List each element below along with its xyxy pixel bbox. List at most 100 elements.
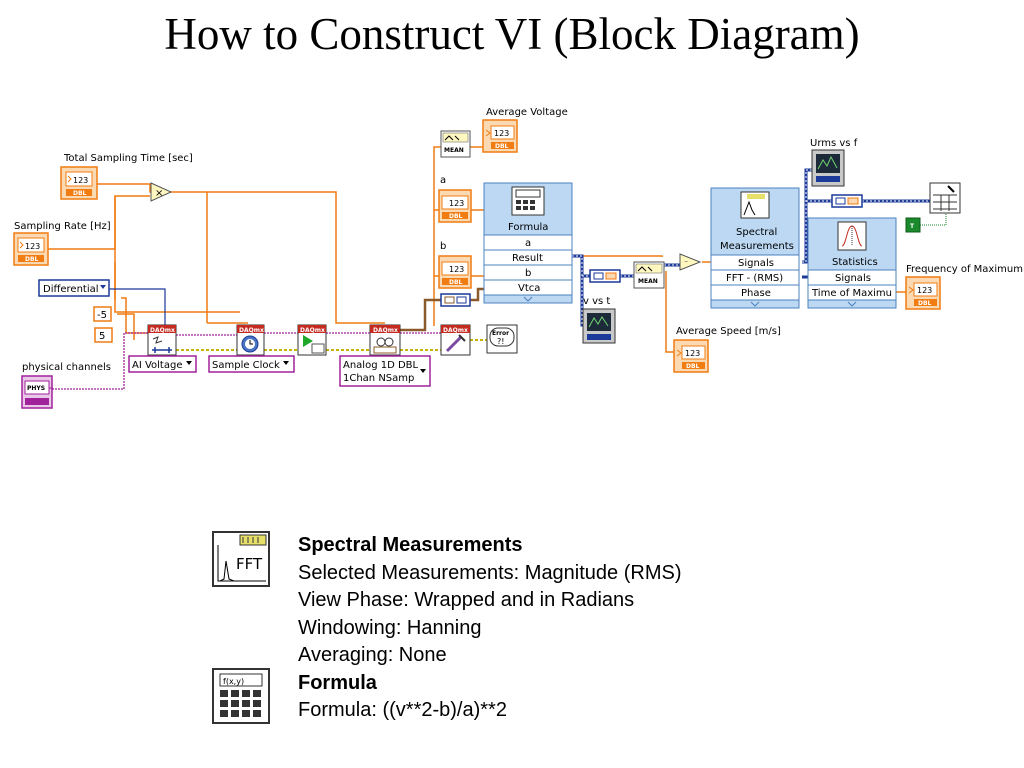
spectral-pin-fft: FFT - (RMS) (726, 273, 783, 284)
five-text: 5 (99, 331, 105, 342)
legend-spectral-line-4: Averaging: None (298, 644, 447, 666)
legend-spectral-line-1: Selected Measurements: Magnitude (RMS) (298, 561, 682, 584)
statistics-express-vi[interactable]: Statistics Signals Time of Maximu (807, 217, 897, 309)
phys-text: PHYS (27, 385, 45, 392)
mean-text: MEAN (444, 147, 464, 154)
legend-spectral-heading: Spectral Measurements (298, 534, 523, 556)
svg-text:?!: ?! (497, 337, 504, 346)
formula-title: Formula (508, 222, 548, 233)
b-control[interactable]: 123 DBL (438, 255, 472, 289)
average-speed-label: Average Speed [m/s] (676, 326, 781, 337)
daqmx-header: DAQmx (443, 327, 468, 334)
spectral-pin-phase: Phase (741, 288, 771, 299)
daqmx-header: DAQmx (150, 327, 175, 334)
waveform-wires (400, 287, 484, 332)
statistics-pin-time-of-max: Time of Maximu (811, 288, 892, 299)
physical-channels-control[interactable]: PHYS (21, 375, 53, 409)
legend-text: Spectral Measurements Selected Measureme… (298, 532, 682, 725)
a-control[interactable]: 123 DBL (438, 189, 472, 223)
formula-pin-result: Result (512, 253, 543, 264)
svg-text:f(x,y): f(x,y) (223, 677, 244, 686)
statistics-pin-signals: Signals (835, 273, 871, 284)
formula-pin-vtca: Vtca (518, 283, 540, 294)
minus-five-text: -5 (97, 310, 107, 321)
urms-vs-f-label: Urms vs f (810, 138, 858, 149)
daq-task-wires (52, 332, 441, 390)
terminal-type: DBL (449, 213, 463, 220)
analog-read-selector[interactable]: Analog 1D DBL 1Chan NSamp (339, 355, 431, 387)
differential-constant[interactable]: Differential (38, 279, 110, 297)
convert-from-dynamic-node-2[interactable] (589, 269, 621, 283)
average-speed-indicator: 123 DBL (673, 339, 709, 373)
daqmx-clear-node[interactable]: DAQmx (440, 324, 471, 356)
five-limit-constant[interactable]: 5 (94, 327, 113, 343)
daqmx-timing-node[interactable]: DAQmx (236, 324, 265, 356)
legend-spectral-line-2: View Phase: Wrapped and in Radians (298, 589, 635, 611)
daqmx-header: DAQmx (300, 327, 325, 334)
enum-wires (102, 288, 166, 325)
ai-voltage-text: AI Voltage (132, 360, 182, 371)
dynamic-wires-inner (572, 169, 930, 326)
total-sampling-time-label: Total Sampling Time [sec] (63, 153, 193, 164)
terminal-value: 123 (449, 199, 464, 208)
analog-line1: Analog 1D DBL (343, 360, 419, 371)
sample-clock-text: Sample Clock (212, 360, 280, 371)
daqmx-read-node[interactable]: DAQmx (369, 324, 401, 356)
formula-icon: f(x,y) (212, 668, 270, 724)
daqmx-create-channel-node[interactable]: DAQmx (147, 324, 177, 356)
legend-formula-line-1: Formula: ((v**2-b)/a)**2 (298, 699, 507, 721)
mean-speed-node[interactable]: MEAN (633, 261, 665, 289)
frequency-of-maximum-indicator: 123 DBL (905, 276, 941, 310)
v-vs-t-graph[interactable] (582, 308, 616, 344)
sampling-rate-control[interactable]: 123 DBL (13, 232, 49, 266)
frequency-of-maximum-label: Frequency of Maximum (906, 264, 1023, 275)
formula-pin-a: a (525, 238, 531, 249)
spectral-measurements-icon: FFT (212, 531, 270, 587)
sample-clock-selector[interactable]: Sample Clock (208, 355, 295, 373)
terminal-value: 123 (73, 176, 88, 185)
urms-vs-f-graph[interactable] (811, 149, 845, 187)
minus-five-constant[interactable]: -5 (93, 306, 112, 322)
analog-line2: 1Chan NSamp (343, 373, 414, 384)
block-diagram: Total Sampling Time [sec] Sampling Rate … (13, 107, 1023, 409)
float-wires (48, 146, 720, 353)
daqmx-header: DAQmx (373, 327, 398, 334)
true-text: T (910, 223, 915, 230)
v-vs-t-label: v vs t (583, 296, 610, 307)
legend-spectral-line-3: Windowing: Hanning (298, 616, 482, 639)
convert-from-dynamic-node-3[interactable] (831, 194, 863, 208)
average-voltage-indicator: 123 DBL (482, 119, 518, 153)
terminal-value: 123 (449, 265, 464, 274)
spectral-title-line2: Measurements (720, 241, 794, 252)
daqmx-start-node[interactable]: DAQmx (297, 324, 327, 356)
terminal-value: 123 (917, 286, 932, 295)
terminal-type: DBL (495, 143, 509, 150)
error-wires (176, 339, 487, 351)
b-label: b (440, 241, 446, 252)
formula-pin-b: b (525, 268, 531, 279)
daqmx-header: DAQmx (239, 327, 264, 334)
differential-text: Differential (43, 284, 99, 295)
terminal-value: 123 (25, 242, 40, 251)
spectral-title-line1: Spectral (736, 227, 777, 238)
simple-error-handler[interactable]: Error ?! (486, 324, 518, 354)
mean-text: MEAN (638, 278, 658, 285)
svg-text:⁻: ⁻ (684, 258, 688, 267)
mean-voltage-node[interactable]: MEAN (440, 130, 471, 158)
ai-voltage-selector[interactable]: AI Voltage (128, 355, 197, 373)
svg-text:×: × (155, 188, 163, 199)
total-sampling-time-control[interactable]: 123 DBL (60, 166, 98, 200)
bool-wire (920, 208, 947, 226)
spectral-pin-signals: Signals (738, 258, 774, 269)
terminal-type: DBL (73, 190, 87, 197)
error-text: Error (492, 330, 509, 337)
square-node[interactable]: ⁻ (679, 253, 702, 271)
legend-formula-heading: Formula (298, 671, 377, 694)
spectral-measurements-express-vi[interactable]: Spectral Measurements Signals FFT - (RMS… (710, 187, 800, 309)
true-constant[interactable]: T (905, 217, 921, 233)
convert-from-dynamic-node-1[interactable] (440, 293, 471, 307)
formula-express-vi[interactable]: Formula a Result b Vtca (483, 182, 573, 304)
svg-text:FFT: FFT (236, 555, 263, 573)
multiply-node[interactable]: × (150, 182, 173, 202)
sampling-rate-label: Sampling Rate [Hz] (14, 221, 111, 232)
